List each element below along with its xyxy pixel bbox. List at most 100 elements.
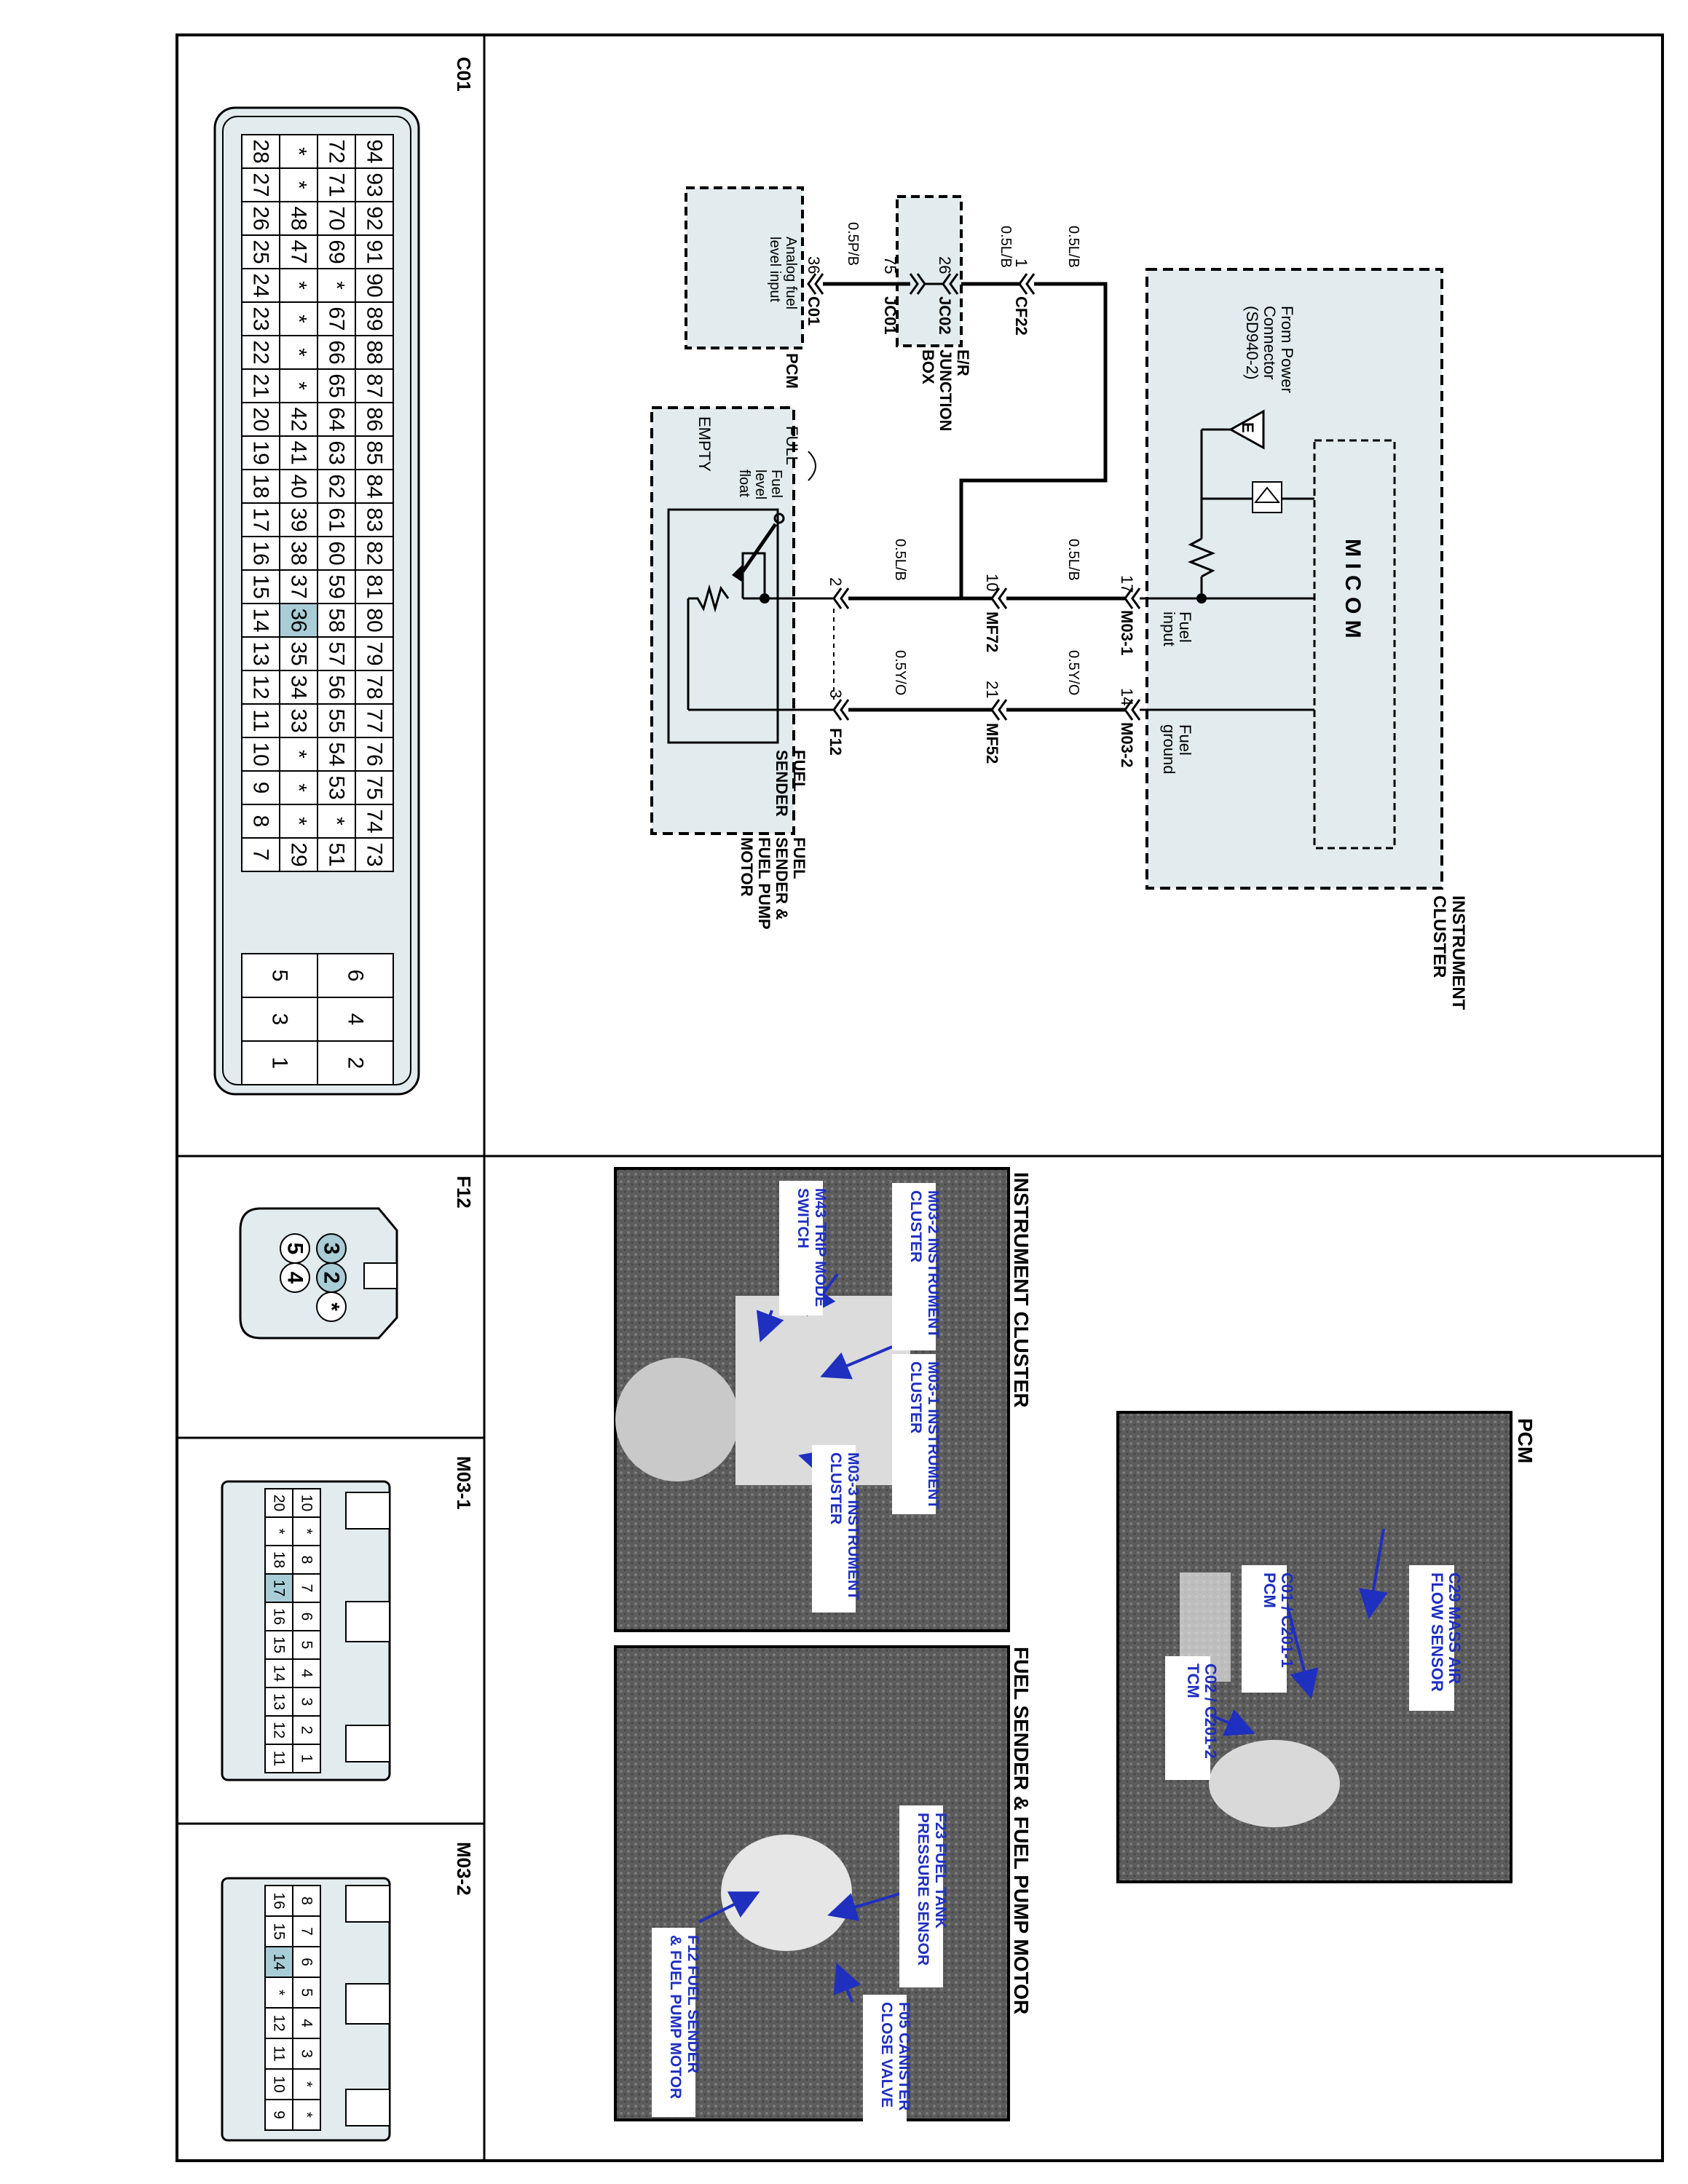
m031-title: M03-1 <box>453 1456 475 1510</box>
c01-pin-label: 12 <box>249 675 273 699</box>
c01-pin-label: 25 <box>249 240 273 264</box>
c01-pin-label: 80 <box>363 608 387 632</box>
c01-pin-label: 91 <box>363 240 387 264</box>
svg-text:Fuel: Fuel <box>1176 612 1194 643</box>
m031-pin-label: 3 <box>299 1698 315 1706</box>
c01-pin-label: 28 <box>249 139 273 163</box>
c01-pin-label: 60 <box>325 541 349 565</box>
c01-pin-label: * <box>287 817 311 826</box>
c01-pin-label: 88 <box>363 340 387 364</box>
svg-text:ground: ground <box>1160 724 1178 775</box>
c01-cell <box>241 402 280 437</box>
c01-conn: C01 <box>805 296 823 325</box>
m032-pin-label: * <box>299 2112 315 2118</box>
svg-text:Fuel: Fuel <box>768 470 784 498</box>
m031-cell <box>264 1545 293 1575</box>
c01-pin-label: 61 <box>325 507 349 531</box>
m032-cell <box>264 2038 293 2070</box>
m032-cell <box>264 1885 293 1917</box>
svg-text:MOTOR: MOTOR <box>738 837 756 897</box>
c01-aux-pin-label: 3 <box>268 1013 292 1026</box>
svg-text:& FUEL PUMP MOTOR: & FUEL PUMP MOTOR <box>667 1935 684 2099</box>
c01-pin-label: 9 <box>249 782 273 794</box>
svg-text:CLUSTER: CLUSTER <box>827 1452 844 1524</box>
f12-pin-label: * <box>320 1302 344 1311</box>
f12-pin-label: 2 <box>320 1272 344 1284</box>
svg-text:SENDER &: SENDER & <box>773 837 791 920</box>
c01-pin-label: 17 <box>249 507 273 531</box>
m031-pin-label: * <box>271 1528 288 1534</box>
c01-pin-label: * <box>287 381 311 390</box>
m031-pin-label: 16 <box>271 1608 288 1625</box>
svg-text:SENDER: SENDER <box>773 750 791 817</box>
c01-pin-label: 90 <box>363 273 387 297</box>
c01-pin-label: 11 <box>249 709 273 732</box>
c01-pin-label: 62 <box>325 474 349 498</box>
svg-text:BOX: BOX <box>919 349 937 384</box>
m031-pin-label: 11 <box>271 1751 288 1767</box>
m031-pin-label: 17 <box>271 1580 288 1597</box>
instrument-cluster-label: INSTRUMENT <box>1448 895 1468 1010</box>
c01-aux-cell <box>241 1040 318 1085</box>
svg-text:Analog fuel: Analog fuel <box>783 237 799 309</box>
c01-cell <box>279 335 318 370</box>
svg-text:PCM: PCM <box>1261 1572 1279 1608</box>
svg-text:F05 CANISTER: F05 CANISTER <box>896 2002 912 2110</box>
c01-cell <box>355 502 394 537</box>
c01-title: C01 <box>453 57 475 92</box>
c01-pin-label: 73 <box>363 842 387 866</box>
c01-cell <box>241 502 280 537</box>
c01-pin-label: 84 <box>363 474 387 498</box>
svg-text:float: float <box>736 470 752 497</box>
c01-pin-label: 42 <box>287 407 311 431</box>
f12-pin <box>280 1233 310 1264</box>
c01-pin-label: 64 <box>325 407 349 431</box>
c01-pin-label: 26 <box>249 206 273 230</box>
svg-text:TCM: TCM <box>1184 1663 1202 1698</box>
c01-pin-label: 82 <box>363 541 387 565</box>
c01-pin-label: 55 <box>325 708 349 732</box>
c01-aux-pin-label: 6 <box>344 970 368 982</box>
c01-pin-label: 20 <box>249 407 273 431</box>
c01-pin-label: 18 <box>249 474 273 498</box>
c01-pin-label: 59 <box>325 574 349 598</box>
m032-pin-label: 14 <box>271 1953 288 1971</box>
m031-pin-label: 20 <box>271 1495 288 1511</box>
ic-photo-title: INSTRUMENT CLUSTER <box>1010 1172 1033 1408</box>
junction-box <box>896 195 963 347</box>
c01-pin: 36 <box>805 256 823 274</box>
c01-cell <box>279 837 318 872</box>
empty-label: EMPTY <box>695 416 714 472</box>
c01-cell <box>241 268 280 303</box>
jc02-conn: JC02 <box>936 296 954 335</box>
svg-text:SWITCH: SWITCH <box>794 1188 811 1249</box>
m031-cell <box>264 1630 293 1660</box>
m032-pin-label: 8 <box>299 1896 315 1905</box>
c01-pin-label: 83 <box>363 507 387 531</box>
m032-pin: 14 <box>1118 688 1136 705</box>
pcm-photo-title: PCM <box>1514 1418 1537 1463</box>
c01-pin-label: 37 <box>287 574 311 598</box>
c01-pin-label: * <box>287 783 311 792</box>
m031-pin-label: 18 <box>271 1551 288 1568</box>
m032-pin-label: 5 <box>299 1988 315 1997</box>
c01-pin-label: 14 <box>249 608 273 632</box>
m032-pin-label: 10 <box>271 2076 288 2092</box>
jc01-pin: 75 <box>881 256 899 274</box>
c01-pin-label: 39 <box>287 507 311 531</box>
c01-pin-label: 34 <box>287 675 311 699</box>
m031-pin: 17 <box>1118 575 1136 593</box>
m032-cell <box>264 2007 293 2039</box>
c01-aux-cell <box>241 997 318 1042</box>
c01-pin-label: * <box>325 817 349 826</box>
c01-pin-label: * <box>325 281 349 290</box>
wiring-schematic: M I C O M E From PowerConnector(SD940-2)… <box>650 186 1468 1010</box>
c01-pin-label: 40 <box>287 474 311 498</box>
svg-text:PRESSURE SENSOR: PRESSURE SENSOR <box>915 1813 931 1966</box>
m032-cell <box>264 1977 293 2009</box>
